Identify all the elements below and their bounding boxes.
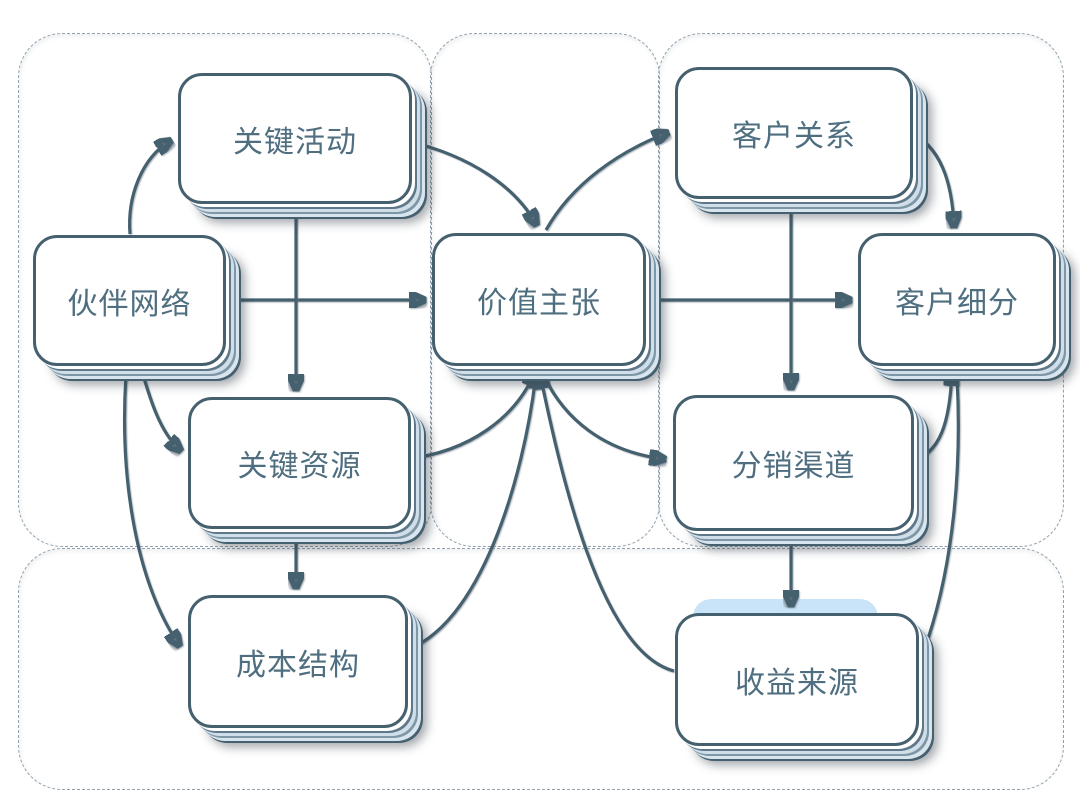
node-key-resources-label: 关键资源 (237, 450, 362, 483)
group-left-infrastructure (18, 33, 432, 547)
edge-partner-network-to-key-activities (128, 141, 170, 235)
node-cost-structure-label: 成本结构 (236, 648, 360, 682)
edge-partner-network-to-key-resources (137, 360, 180, 450)
node-customer-relationships-label: 客户关系 (732, 120, 856, 153)
group-center-offer (430, 33, 660, 547)
edge-revenue-streams-to-value-proposition (540, 374, 675, 673)
node-key-resources[interactable]: 关键资源 (188, 397, 411, 529)
edge-customer-relationships-to-customer-segments (907, 129, 954, 226)
group-right-customers (658, 33, 1064, 547)
node-revenue-streams[interactable]: 收益来源 (675, 613, 919, 746)
node-key-activities[interactable]: 关键活动 (178, 73, 412, 204)
node-customer-relationships[interactable]: 客户关系 (675, 67, 913, 199)
edge-cost-structure-to-value-proposition (402, 374, 536, 653)
node-customer-segments-label: 客户细分 (895, 286, 1019, 320)
edge-partner-network-to-cost-structure (123, 360, 179, 645)
node-distribution-channels-label: 分销渠道 (731, 450, 856, 483)
node-key-activities-label: 关键活动 (233, 125, 357, 159)
node-value-proposition-label: 价值主张 (477, 286, 601, 320)
node-cost-structure[interactable]: 成本结构 (188, 595, 408, 728)
edge-value-proposition-to-distribution-channels (539, 368, 664, 459)
node-partner-network-label: 伙伴网络 (67, 287, 192, 321)
node-distribution-channels[interactable]: 分销渠道 (673, 395, 914, 531)
edge-customer-segments-to-revenue-streams (919, 360, 960, 664)
edge-distribution-channels-to-customer-segments (908, 371, 952, 463)
node-customer-segments[interactable]: 客户细分 (858, 233, 1056, 366)
node-revenue-streams-label: 收益来源 (735, 666, 859, 700)
edge-value-proposition-to-customer-relationships (544, 133, 667, 231)
edge-key-activities-to-value-proposition (406, 139, 536, 224)
node-partner-network[interactable]: 伙伴网络 (33, 235, 226, 366)
node-value-proposition[interactable]: 价值主张 (432, 233, 646, 366)
edge-key-resources-to-value-proposition (405, 372, 535, 461)
group-bottom-finance (18, 548, 1064, 790)
